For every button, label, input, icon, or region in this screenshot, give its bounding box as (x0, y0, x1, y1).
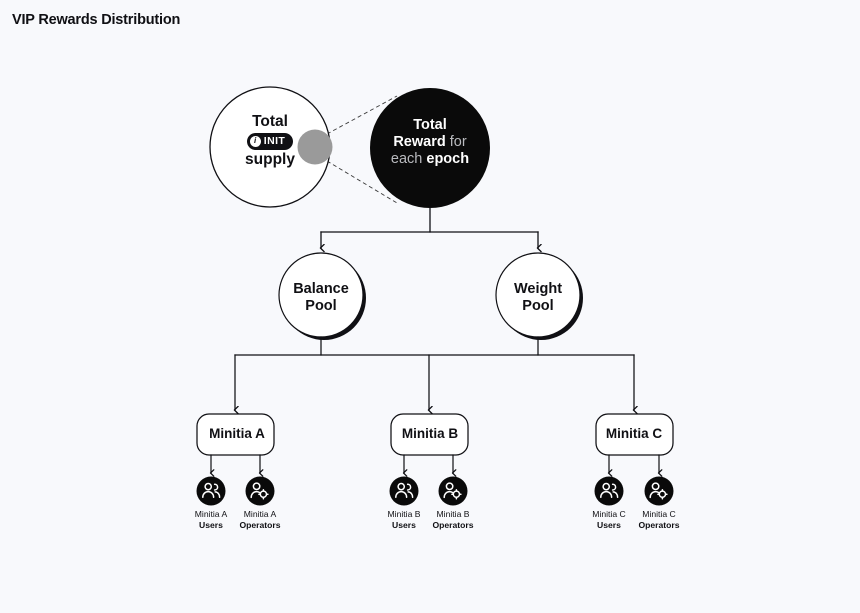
pools-to-minitias-connector (235, 336, 634, 410)
minitia-b-operators-badge[interactable] (438, 476, 468, 506)
minitia-b-users-badge[interactable] (389, 476, 419, 506)
weight-pool-circle[interactable] (495, 252, 581, 338)
total-reward-circle[interactable] (370, 88, 490, 208)
users-icon-badge-bg (389, 476, 419, 506)
operator-gear-icon (250, 482, 269, 500)
users-icon-badge-bg (196, 476, 226, 506)
minitia-c-users-badge[interactable] (594, 476, 624, 506)
minitia-a-users-badge[interactable] (196, 476, 226, 506)
reward-to-pools-connector (321, 207, 538, 248)
page-title: VIP Rewards Distribution (12, 12, 181, 28)
operator-gear-icon-badge-bg (438, 476, 468, 506)
magnifier-dashed-lines (326, 95, 398, 204)
minitia-b-box[interactable] (390, 413, 469, 456)
minitia-to-leaves-connectors (211, 454, 659, 473)
minitia-c-box[interactable] (595, 413, 674, 456)
minitia-c-operators-badge[interactable] (644, 476, 674, 506)
users-icon (600, 482, 619, 498)
leaf-icon-badges (196, 476, 674, 506)
operator-gear-icon (443, 482, 462, 500)
users-icon (395, 482, 414, 498)
minitia-a-box[interactable] (196, 413, 275, 456)
users-icon-badge-bg (594, 476, 624, 506)
users-icon (202, 482, 221, 498)
supply-highlight-spot (297, 129, 333, 165)
operator-gear-icon-badge-bg (644, 476, 674, 506)
magnifier-line-top (326, 95, 398, 135)
operator-gear-icon-badge-bg (245, 476, 275, 506)
operator-gear-icon (649, 482, 668, 500)
balance-pool-circle[interactable] (278, 252, 364, 338)
minitia-a-operators-badge[interactable] (245, 476, 275, 506)
